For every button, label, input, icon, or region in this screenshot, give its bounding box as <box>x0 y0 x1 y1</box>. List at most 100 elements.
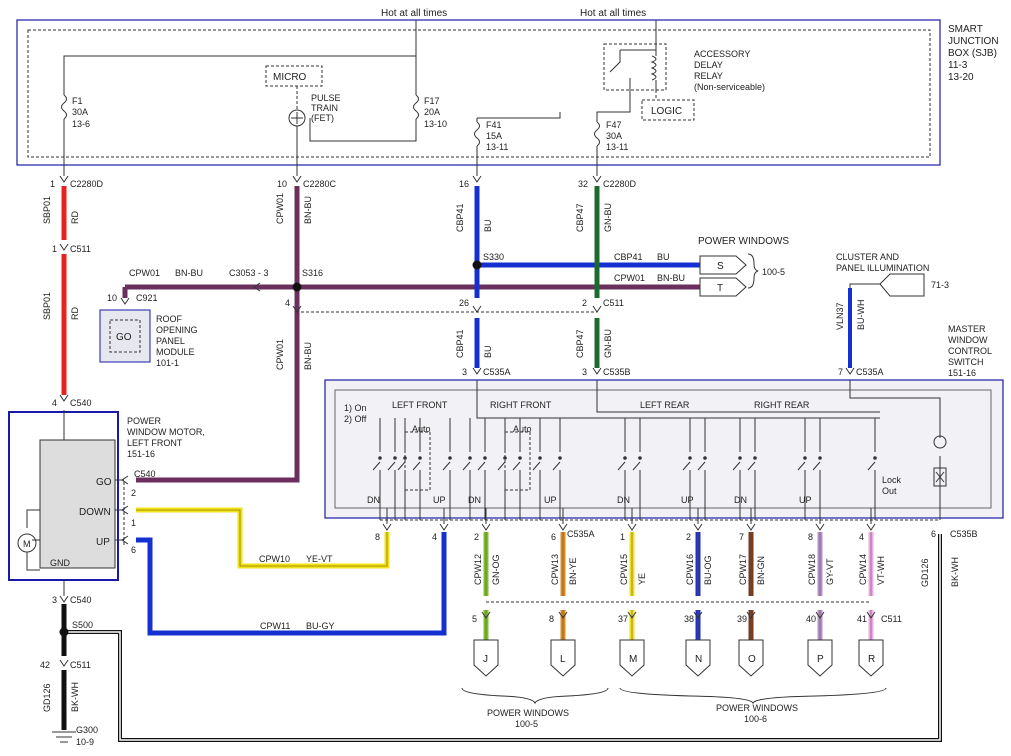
c540-top-arrow <box>59 394 69 402</box>
c511-top-arrow <box>59 243 69 251</box>
cluster-label-2: PANEL ILLUMINATION <box>836 263 929 273</box>
switch-contact-3 <box>412 418 421 520</box>
wire-f17-pulse <box>309 118 417 142</box>
fuse-f47-label: F47 <box>606 120 622 130</box>
switch-contact-13 <box>682 418 691 520</box>
roof-label-4: MODULE <box>156 347 195 357</box>
right-front-label: RIGHT FRONT <box>490 400 552 410</box>
micro-box <box>265 65 323 87</box>
c535a-label: C535A <box>483 367 511 377</box>
ref-bot-b: 100-6 <box>744 714 767 724</box>
output-tag-label-4: M <box>629 654 637 665</box>
output-color-6: BN-GN <box>756 556 766 585</box>
sjb-title-1: SMART <box>948 24 983 35</box>
output-circuit-6: CPW17 <box>738 554 748 585</box>
motor-label-1: POWER <box>127 416 162 426</box>
switch-contact-8 <box>512 418 521 520</box>
pin-26-label: 26 <box>459 298 469 308</box>
dnup-5: UP <box>681 495 694 505</box>
master-label-5: 151-16 <box>948 368 976 378</box>
micro-label: MICRO <box>273 72 307 83</box>
output-tag-7 <box>807 639 833 677</box>
fuse-f47-ref: 13-11 <box>606 142 628 152</box>
switch-pivot-0 <box>378 456 382 460</box>
c540-bot-pin: 3 <box>52 595 57 605</box>
c921-label: C921 <box>136 293 158 303</box>
output-color-3: BN-YE <box>568 557 578 585</box>
c535b-label: C535B <box>603 367 631 377</box>
output-c511-pin-4: 37 <box>618 614 628 624</box>
left-rear-label: LEFT REAR <box>640 400 690 410</box>
motor-down-label: DOWN <box>79 507 111 518</box>
output-arrow-8 <box>866 523 876 531</box>
bnbu-label-a: BN-BU <box>303 196 313 224</box>
output-circuit-8: CPW14 <box>858 554 868 585</box>
relay-label-1: ACCESSORY <box>694 49 750 59</box>
sjb-title-2: JUNCTION <box>948 36 999 47</box>
switch-pivot-19 <box>873 456 877 460</box>
hot-label-2: Hot at all times <box>580 8 646 19</box>
output-c511-arrow-6 <box>746 611 756 619</box>
c535a-bot-label: C535A <box>567 529 595 539</box>
output-c511-arrow-7 <box>815 611 825 619</box>
fuse-f47-symbol <box>594 121 600 147</box>
c511-row-label: C511 <box>881 614 902 624</box>
switch-contact-4 <box>442 418 451 520</box>
output-arrow-3 <box>558 523 568 531</box>
switch-contact-5 <box>462 418 471 520</box>
roof-label-2: OPENING <box>156 325 198 335</box>
switch-pivot-3 <box>418 456 422 460</box>
rd-label-b: RD <box>70 307 80 320</box>
c511-bot-pin: 42 <box>40 660 50 670</box>
vln37-label: VLN37 <box>835 302 845 330</box>
c2280c-label: C2280C <box>303 179 337 189</box>
output-tag-label-7: P <box>817 654 824 665</box>
output-pin-0: 8 <box>375 532 380 542</box>
switch-pivot-17 <box>803 456 807 460</box>
cpw11-label: CPW11 <box>260 621 290 631</box>
c2280d-label-32: C2280D <box>603 179 637 189</box>
switch-pivot-10 <box>558 456 562 460</box>
output-arrow-0 <box>382 523 392 531</box>
output-pin-1: 4 <box>432 532 437 542</box>
bus-f1 <box>63 20 417 95</box>
output-tag-5 <box>685 639 711 677</box>
fuse-f47-rating: 30A <box>606 131 622 141</box>
output-arrow-2 <box>481 523 491 531</box>
brace-100-6 <box>619 687 887 705</box>
fuse-f17-ref: 13-10 <box>424 119 447 129</box>
motor-module-inner <box>39 439 116 569</box>
switch-pivot-16 <box>753 456 757 460</box>
switch-pivot-15 <box>738 456 742 460</box>
fuse-f41-symbol <box>474 121 480 147</box>
fuse-f1-symbol <box>61 94 67 120</box>
fuse-f1-rating: 30A <box>72 107 88 117</box>
master-label-3: CONTROL <box>948 346 992 356</box>
output-c511-arrow-8 <box>866 611 876 619</box>
fet-symbol <box>291 112 303 124</box>
cpw01-label-r: CPW01 <box>614 273 645 283</box>
bugy-label: BU-GY <box>306 621 335 631</box>
c511-bot-label: C511 <box>70 660 91 670</box>
output-arrow-5 <box>693 523 703 531</box>
resistor-mark <box>935 471 945 483</box>
bu-label-h: BU <box>657 252 670 262</box>
c535b-bot-label: C535B <box>950 529 978 539</box>
pin-3a-label: 3 <box>462 367 467 377</box>
fuse-f17-label: F17 <box>424 96 440 106</box>
c511-mid-arrow-b <box>472 305 482 313</box>
motor-up-label: UP <box>96 537 110 548</box>
fuse-f17-symbol <box>413 94 419 120</box>
hot-label-1: Hot at all times <box>381 8 447 19</box>
output-tag-label-8: R <box>868 654 875 665</box>
switch-contact-19 <box>867 418 876 520</box>
c921-arrow <box>120 297 130 305</box>
roof-module-box <box>99 309 151 363</box>
bu-label-a: BU <box>483 219 493 232</box>
output-pin-5: 2 <box>686 532 691 542</box>
dnup-4: DN <box>617 495 630 505</box>
c511-mid-label: C511 <box>603 298 624 308</box>
master-label-2: WINDOW <box>948 335 988 345</box>
output-tag-2 <box>473 639 499 677</box>
